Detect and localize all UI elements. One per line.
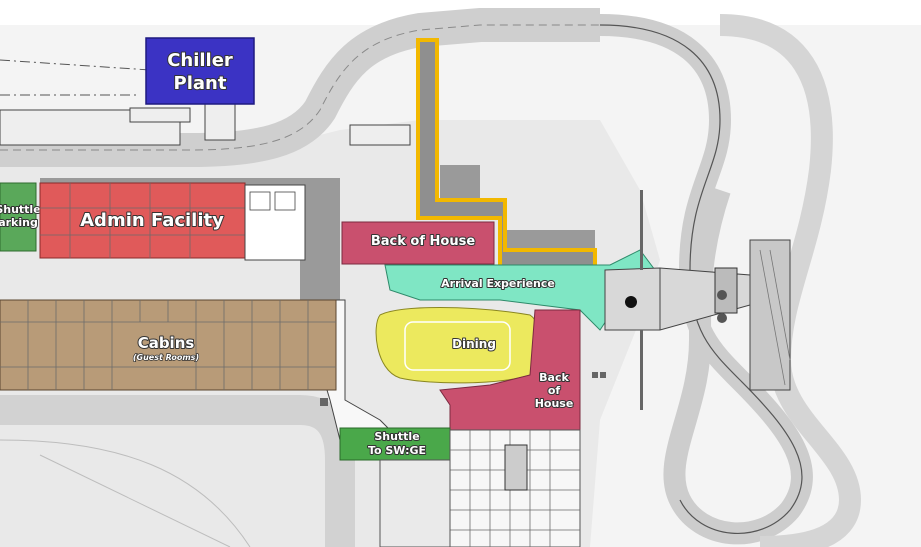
plaza-grid (379, 429, 581, 547)
admin-facility: Admin Facility (39, 182, 246, 259)
back-of-house-right-label-line3: House (535, 397, 574, 410)
back-of-house-right-label-line1: Back (539, 371, 569, 384)
back-of-house-top: Back of House (341, 221, 495, 265)
admin-facility-rooms (40, 183, 245, 258)
back-of-house-top-label: Back of House (371, 234, 475, 249)
arrival-experience-label: Arrival Experience (441, 277, 555, 290)
cabins-room-grid (0, 300, 336, 390)
entry-marker (625, 296, 637, 308)
fixtures (320, 190, 643, 410)
arrival-experience: Arrival Experience (384, 249, 656, 331)
road-top (0, 8, 600, 167)
entry-bridge (604, 239, 791, 391)
property-lines (0, 38, 251, 100)
highlighted-route (416, 38, 597, 270)
dining-label: Dining (452, 337, 496, 351)
building-outlines-top (0, 94, 411, 146)
cabins-label: Cabins (138, 334, 195, 352)
cabins: Cabins (Guest Rooms) (0, 299, 337, 391)
chiller-label-line2: Plant (174, 73, 227, 94)
shuttle-parking-label-line2: arking (0, 216, 38, 229)
shuttle-swge-label-line1: Shuttle (374, 430, 419, 443)
chiller-label-line1: Chiller (167, 50, 233, 71)
back-of-house-right-label-line2: of (548, 384, 561, 397)
shuttle-parking-label-line1: Shuttle (0, 203, 41, 216)
dining: Dining (375, 307, 542, 384)
admin-facility-label: Admin Facility (80, 210, 224, 231)
shuttle-parking: Shuttle arking (0, 182, 42, 252)
shuttle-swge: Shuttle To SW:GE (339, 427, 451, 461)
back-of-house-right: Back of House (439, 309, 581, 431)
cabins-sublabel: (Guest Rooms) (133, 353, 199, 362)
chiller-plant: Chiller Plant (145, 37, 255, 105)
shuttle-swge-label-line2: To SW:GE (368, 444, 426, 457)
